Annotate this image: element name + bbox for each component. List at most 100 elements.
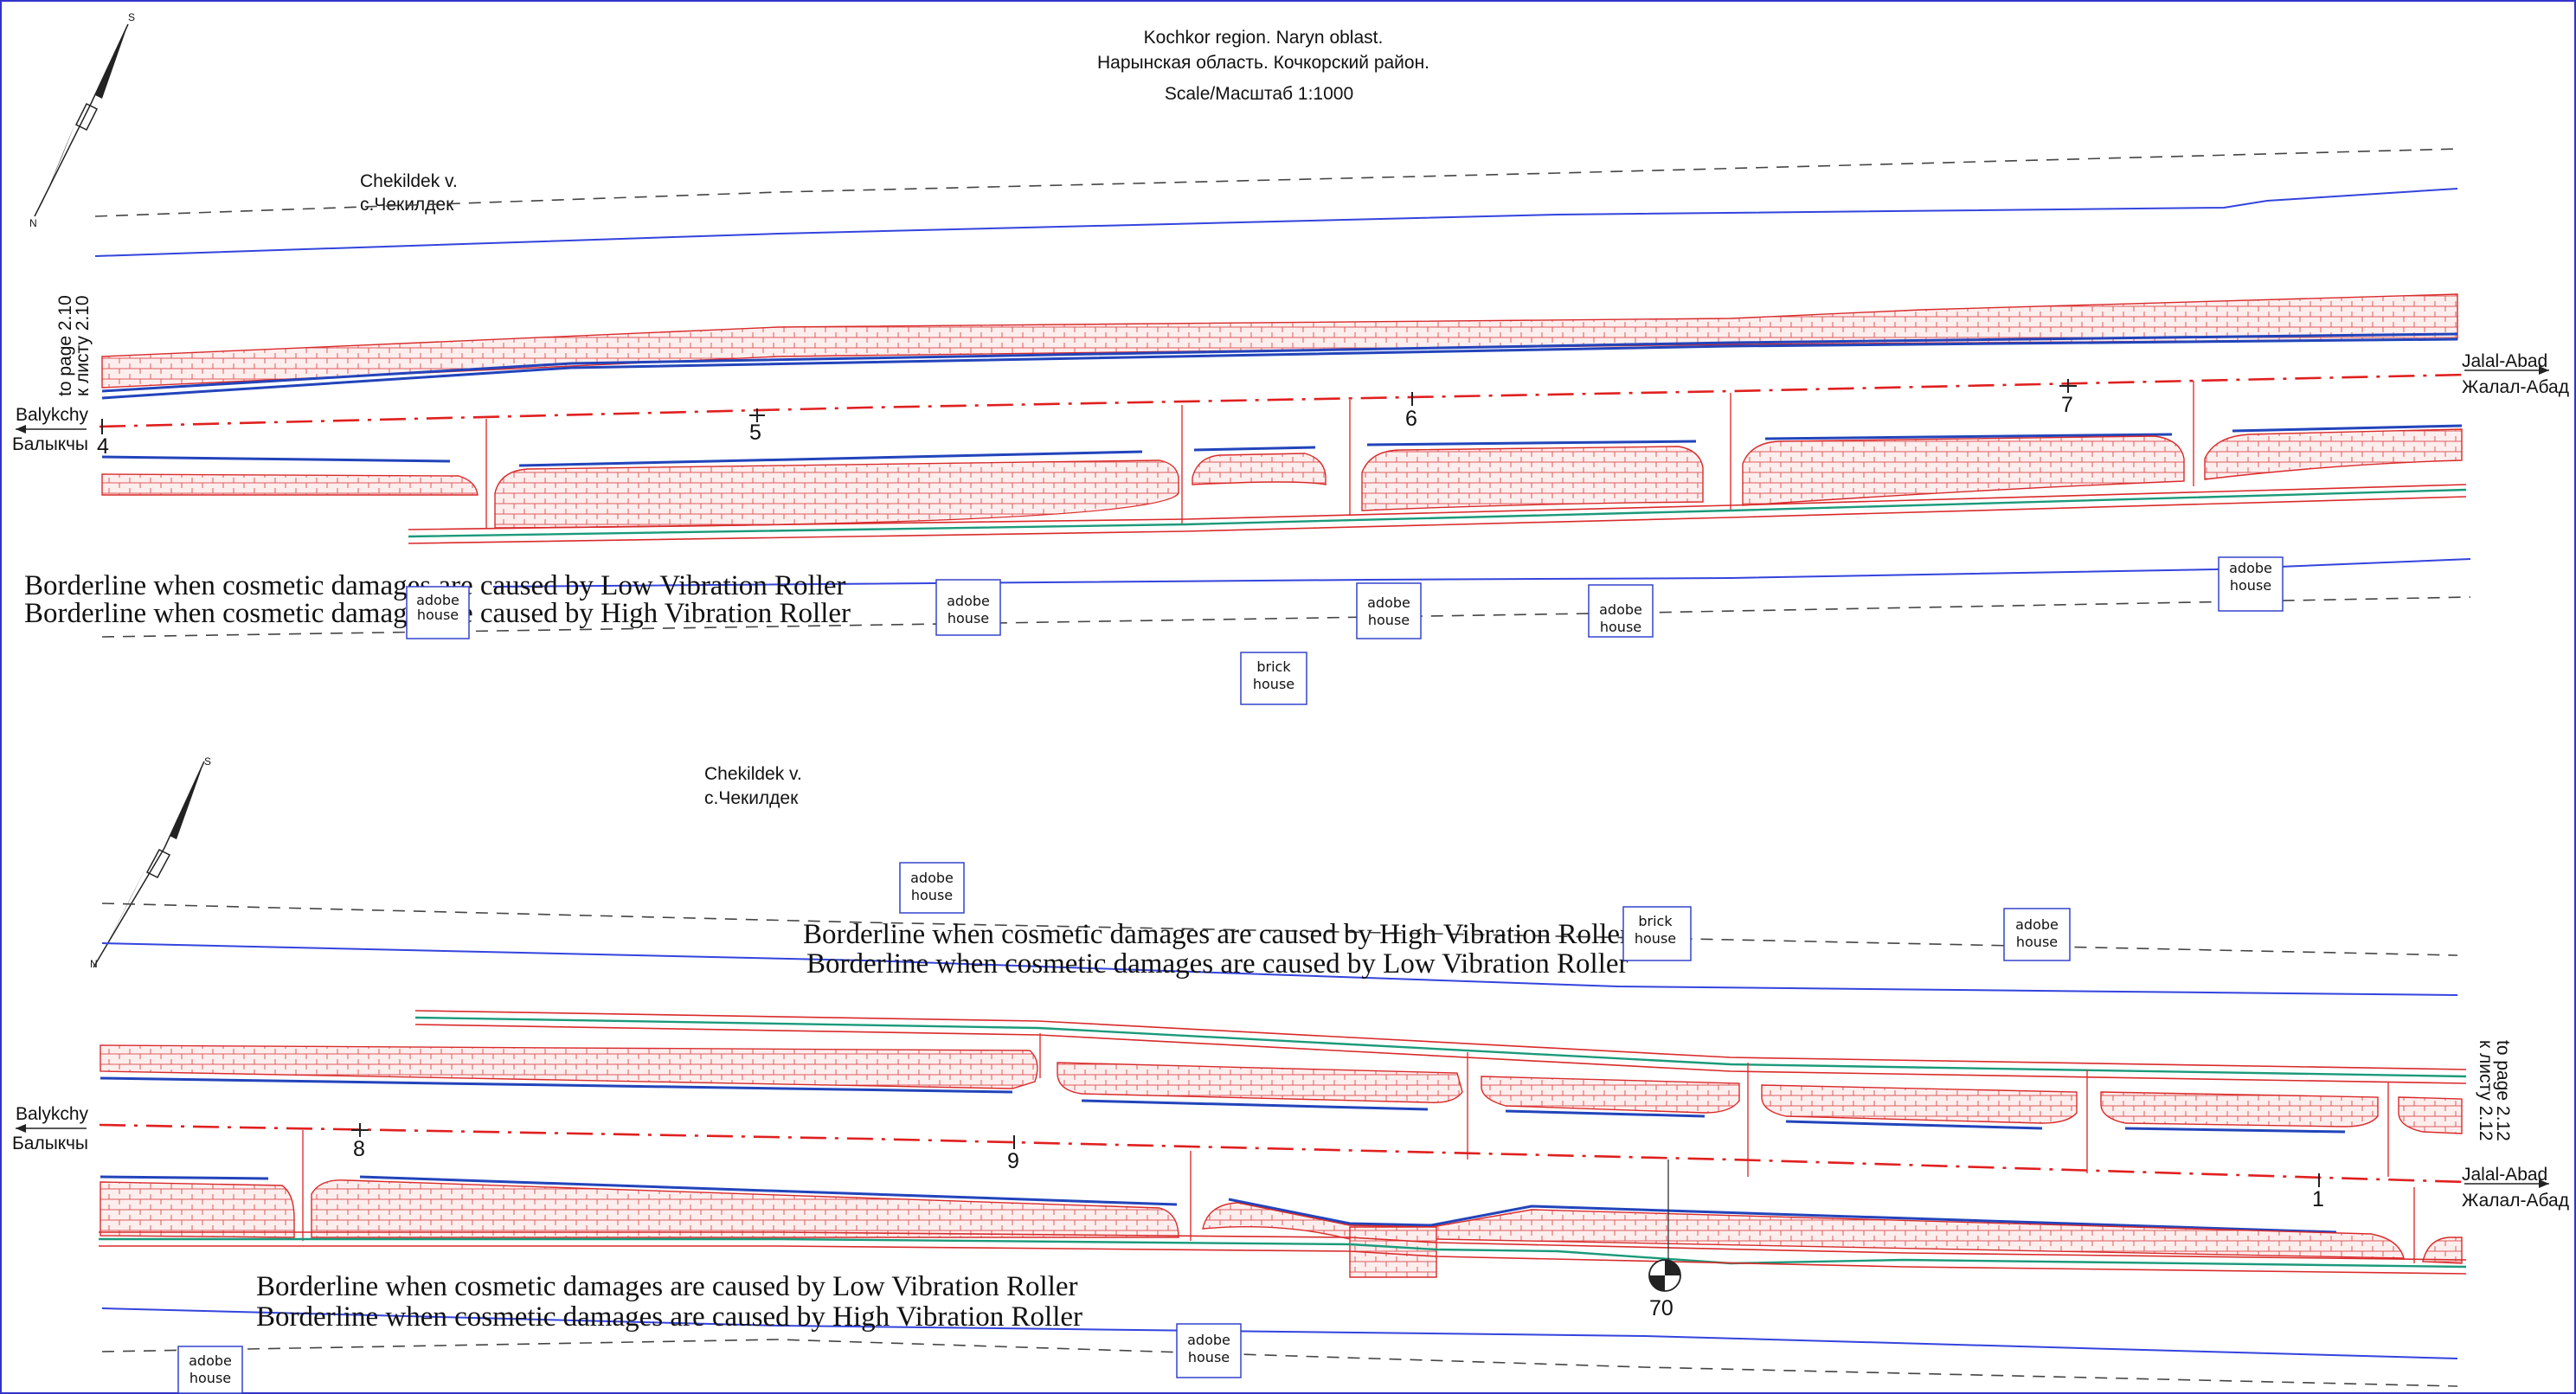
boundary-high-south-2	[101, 1339, 2458, 1387]
picket-ticks-2	[351, 1123, 2320, 1187]
north-ditch-edge-2	[414, 1010, 2467, 1070]
village-label-en-2: Chekildek v.	[704, 764, 802, 784]
house-1-1: adobe house	[406, 586, 470, 639]
east-arrow-2	[2464, 1179, 2549, 1188]
svg-text:house: house	[1368, 612, 1410, 628]
svg-text:house: house	[948, 610, 989, 626]
boundary-high-north-2	[101, 903, 2458, 956]
to-page-label-ru-1: к листу 2.10	[73, 295, 93, 396]
svg-text:house: house	[1635, 930, 1676, 947]
house-2-2: brick house	[1622, 906, 1692, 961]
borderline-low-label-2: Borderline when cosmetic damages are cau…	[806, 948, 1628, 980]
picket-4: 4	[97, 434, 109, 459]
svg-text:adobe: adobe	[189, 1352, 232, 1369]
north-arrow-n-2: N	[90, 958, 98, 970]
road-axis-1	[99, 373, 2467, 428]
svg-text:adobe: adobe	[947, 593, 990, 609]
north-sidewalk-1	[101, 293, 2458, 389]
east-arrow-1	[2464, 366, 2549, 375]
borderline-low-label-3: Borderline when cosmetic damages are cau…	[256, 1271, 1078, 1302]
svg-text:house: house	[417, 607, 459, 623]
svg-text:house: house	[1253, 676, 1294, 692]
borderline-high-label-2: Borderline when cosmetic damages are cau…	[803, 919, 1629, 950]
east-destination-en-2: Jalal-Abad	[2462, 1165, 2547, 1185]
svg-text:house: house	[1600, 619, 1641, 635]
region-title-en: Kochkor region. Naryn oblast.	[1144, 28, 1384, 48]
south-ditch-dots-1	[408, 489, 2467, 537]
svg-text:adobe: adobe	[1367, 594, 1410, 611]
borderline-high-label-3: Borderline when cosmetic damages are cau…	[256, 1301, 1082, 1333]
west-destination-ru-2: Балыкчы	[12, 1134, 88, 1153]
west-arrow-1	[16, 425, 87, 434]
svg-text:adobe: adobe	[1187, 1332, 1230, 1348]
svg-text:brick: brick	[1256, 658, 1291, 675]
south-sidewalk-segments-2	[100, 1175, 2463, 1278]
picket-9: 9	[1007, 1149, 1019, 1173]
house-1-6: brick house	[1240, 652, 1307, 705]
region-title-ru: Нарынская область. Кочкорский район.	[1097, 53, 1429, 73]
house-1-4: adobe house	[1588, 584, 1654, 638]
picket-1: 1	[2312, 1187, 2324, 1211]
culvert-number: 70	[1649, 1296, 1673, 1320]
south-sidewalk-segments-1	[101, 424, 2463, 529]
culvert-marker	[1648, 1160, 1681, 1292]
picket-ticks-1	[101, 379, 2077, 434]
north-arrow-s-1: S	[128, 11, 135, 23]
house-2-4: adobe house	[1176, 1323, 1242, 1378]
house-1-5: adobe house	[2218, 556, 2284, 612]
north-sidewalk-segments-2	[100, 1044, 2463, 1134]
to-page-label-ru-2: к листу 2.12	[2476, 1040, 2496, 1141]
south-ditch-edge-3	[99, 1231, 2467, 1261]
house-2-3: adobe house	[2003, 908, 2071, 961]
picket-5: 5	[749, 421, 761, 445]
svg-text:adobe: adobe	[910, 870, 954, 886]
south-ditch-edge-1	[408, 496, 2467, 544]
house-1-2: adobe house	[935, 579, 1001, 636]
north-ditch-edge-2b	[414, 1024, 2467, 1084]
west-destination-en-2: Balykchy	[16, 1104, 89, 1124]
north-ditch-dots-2	[414, 1017, 2467, 1077]
south-ditch-1	[408, 484, 2467, 530]
street-dividers-1	[485, 381, 2194, 528]
to-page-label-2: to page 2.12	[2493, 1040, 2513, 1141]
svg-text:house: house	[2230, 577, 2271, 594]
svg-text:adobe: adobe	[2015, 916, 2059, 933]
picket-8: 8	[353, 1137, 365, 1161]
west-arrow-2	[16, 1124, 87, 1133]
svg-text:house: house	[2016, 934, 2058, 950]
to-page-label-1: to page 2.10	[55, 295, 75, 396]
village-label-en-1: Chekildek v.	[360, 171, 458, 191]
road-axis-2	[99, 1123, 2467, 1184]
svg-text:adobe: adobe	[2229, 560, 2272, 576]
boundary-low-north-2	[101, 942, 2458, 996]
svg-text:house: house	[190, 1370, 231, 1386]
picket-6: 6	[1405, 407, 1417, 431]
svg-text:house: house	[1188, 1349, 1230, 1365]
west-destination-en-1: Balykchy	[16, 405, 89, 425]
svg-text:brick: brick	[1638, 913, 1673, 929]
west-destination-ru-1: Балыкчы	[12, 434, 88, 454]
house-1-3: adobe house	[1356, 582, 1422, 639]
north-arrow-n-1: N	[29, 217, 37, 229]
north-blue-edge-1	[101, 337, 2458, 400]
east-destination-en-1: Jalal-Abad	[2462, 351, 2547, 371]
boundary-low-south-1	[492, 558, 2471, 588]
north-arrow-s-2: S	[204, 755, 211, 768]
svg-text:adobe: adobe	[416, 592, 459, 608]
east-destination-ru-1: Жалал-Абад	[2462, 377, 2569, 397]
boundary-low-north-1	[94, 188, 2458, 257]
north-arrow-1: S N	[29, 11, 135, 229]
house-2-5: adobe house	[177, 1346, 243, 1394]
north-blue-edge-2	[101, 332, 2458, 393]
house-2-1: adobe house	[899, 862, 965, 914]
east-destination-ru-2: Жалал-Абад	[2462, 1191, 2569, 1211]
village-label-ru-2: с.Чекилдек	[704, 788, 799, 808]
street-dividers-3	[302, 1130, 2415, 1263]
svg-text:adobe: adobe	[1599, 601, 1642, 618]
north-arrow-2: S N	[90, 755, 211, 970]
scale-label: Scale/Масштаб 1:1000	[1165, 84, 1353, 104]
picket-7: 7	[2061, 393, 2073, 417]
boundary-high-north-1	[94, 148, 2458, 217]
